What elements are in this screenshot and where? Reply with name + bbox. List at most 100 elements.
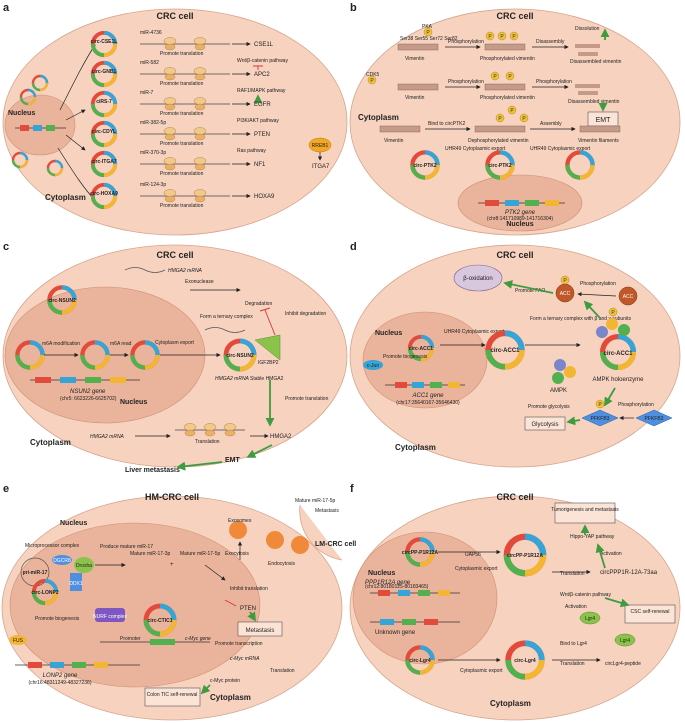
degradation-label: Degradation: [245, 301, 272, 307]
gene-label: LONP2 gene: [43, 673, 78, 679]
produce-label: Produce mature miR-17: [100, 544, 153, 550]
circ-label: circ-GNB1: [92, 69, 117, 75]
circ-label: circ-PTK2: [413, 163, 437, 169]
panel-f-nucleus: [352, 531, 498, 665]
rreb1-node: RREB1 ITGA7: [308, 137, 332, 170]
vimentin-row-3: Vimentin Bind to circPTK2 Dephosphorylat…: [379, 105, 621, 144]
mirna-label: miR-124-3p: [140, 182, 166, 188]
panel-b-label: b: [350, 2, 357, 14]
ampk-label: AMPK: [550, 388, 567, 394]
cmyc-protein-label: c-Myc protein: [210, 678, 240, 684]
phos-label: Phosphorylation: [448, 39, 484, 45]
panel-b-cell: [349, 8, 681, 236]
disassembly-label: Disassembly: [536, 39, 565, 45]
panel-a-row-3: ciRS-7 miR-7 Promote translation RAF1/MA…: [90, 88, 286, 118]
phos-label: Phosphorylation: [618, 402, 654, 408]
exo-label: Exonuclease: [185, 279, 214, 285]
panel-d: d CRC cell Nucleus Cytoplasm β-oxidation…: [349, 241, 681, 468]
colon-tic-label: Colon TIC self-renewal: [147, 692, 198, 698]
panel-b-title: CRC cell: [496, 11, 533, 21]
exosomes-label: Exosomes: [228, 518, 252, 524]
pathway-label: RAF1/MAPK pathway: [237, 88, 286, 94]
mirna-label: miR-7: [140, 90, 154, 96]
mir17-5p-label: Mature miR-17-5p: [180, 551, 221, 557]
hmga2-mrna-label: HMGA2 mRNA: [215, 376, 250, 382]
drosha-label: Drosha: [76, 563, 92, 569]
glycolysis-label: Glycolysis: [531, 422, 558, 428]
disassembled-label: Disassembled vimentin: [570, 59, 622, 65]
phos-vimentin-label: Phosphorylated vimentin: [480, 95, 535, 101]
panel-d-cytoplasm-label: Cytoplasm: [395, 443, 436, 452]
panel-e-nucleus: [9, 522, 261, 688]
emt-label: EMT: [596, 117, 612, 124]
m6a-mod-label: m6A modification: [42, 341, 80, 347]
panel-d-title: CRC cell: [496, 250, 533, 260]
circ-label: circ-ITGA7: [91, 159, 117, 165]
kinase-label: PKA: [422, 24, 433, 30]
ternary-label: Form a ternary complex: [200, 314, 253, 320]
hmga2-mrna-label: HMGA2 mRNA: [168, 268, 203, 274]
panel-a-row-1: circ-CSE1L miR-4736 Promote translation …: [91, 30, 274, 58]
translation-label: Translation: [560, 661, 585, 667]
kinase-label: CDK5: [366, 72, 380, 78]
gene-label: NSUN2 gene: [70, 389, 106, 395]
panel-a-row-4: circ-CDYL miR-382-5p Promote translation…: [90, 118, 279, 148]
uap56-label: UAP56: [465, 552, 481, 558]
itga7-label: ITGA7: [312, 164, 330, 170]
panel-e-nucleus-label: Nucleus: [60, 520, 87, 527]
panel-b: b CRC cell Nucleus Cytoplasm Ser38 Ser55…: [349, 2, 681, 236]
metastasis-box-label: Metastasis: [246, 628, 275, 634]
peptide1-label: circPPP1R-12A-73aa: [600, 570, 658, 576]
metastasis-label: Metastasis: [315, 508, 339, 514]
gene-label: ACC1 gene: [411, 393, 444, 399]
mirna-label: miR-382-5p: [140, 120, 166, 126]
circ-label: circ-ACC1: [603, 351, 633, 357]
phos-label: Phosphorylation: [580, 281, 616, 287]
locus-label: (chr8:141710989-141716304): [487, 216, 553, 222]
beta-oxidation-label: β-oxidation: [463, 276, 492, 282]
panel-b-cytoplasm-label: Cytoplasm: [358, 113, 399, 122]
acc-label: ACC: [560, 291, 571, 297]
pathway-label: Wnt/β-catenin pathway: [237, 58, 288, 64]
locus-label: (chr5: 6623226-6625702): [60, 396, 117, 402]
promote-glycolysis-label: Promote glycolysis: [528, 404, 570, 410]
bind-label: Bind to Lgr4: [560, 641, 587, 647]
emt-label: EMT: [225, 457, 241, 464]
panel-e: e HM-CRC cell Nucleus Cytoplasm Micropro…: [1, 483, 356, 721]
wnt-label: Wnt/β-catenin pathway: [560, 592, 611, 598]
lgr4-protein-label: Lgr4: [585, 616, 595, 622]
panel-c-label: c: [3, 241, 9, 253]
translation-label: Translation: [560, 571, 585, 577]
panel-a-row-2: circ-GNB1 miR-582 Promote translation Wn…: [90, 58, 288, 88]
hippo-label: Hippo-YAP pathway: [570, 534, 615, 540]
dgcr-label: DGCR8: [53, 558, 71, 564]
cjun-label: c-Jun: [367, 363, 379, 369]
mirna-label: miR-370-3p: [140, 150, 166, 156]
gene-label: PPP1R12A gene: [365, 580, 411, 586]
csc-label: CSC self-renewal: [631, 609, 670, 615]
panel-d-label: d: [350, 241, 357, 253]
panel-f-cytoplasm-label: Cytoplasm: [490, 699, 531, 708]
m6a-read-label: m6A read: [110, 341, 132, 347]
export-label: UHR49 Cytoplasmic export: [444, 329, 505, 335]
pten-label: PTEN: [240, 606, 256, 612]
ternary-label: Form a ternary complex with β and γ subu…: [530, 316, 631, 322]
inhibit-label: Inhibit translation: [230, 586, 268, 592]
holoenzyme-label: AMPK holoenzyme: [592, 377, 644, 383]
fao-label: Promote FAO: [515, 288, 545, 294]
panel-c-nucleus-label: Nucleus: [120, 399, 147, 406]
disassembled-label: Disassembled vimentin: [568, 99, 620, 105]
panel-f-label: f: [350, 483, 354, 495]
filaments-label: Vimentin filaments: [578, 138, 619, 144]
step-label: Promote translation: [160, 141, 204, 147]
mir17-3p-label: Mature miR-17-3p: [130, 551, 171, 557]
step-label: Promote translation: [160, 51, 204, 57]
promoter-label: Promoter: [120, 636, 141, 642]
pathway-label: Ras pathway: [237, 148, 266, 154]
unknown-gene-label: Unknown gene: [375, 630, 416, 636]
activation-label: Activation: [565, 604, 587, 610]
locus-label: (chr12:80180125-80183465): [365, 584, 429, 590]
panel-e-label: e: [3, 483, 9, 495]
export-label: UHR49 Cytoplasmic export: [445, 146, 506, 152]
circ-label: circ-NSUN2: [48, 298, 76, 304]
